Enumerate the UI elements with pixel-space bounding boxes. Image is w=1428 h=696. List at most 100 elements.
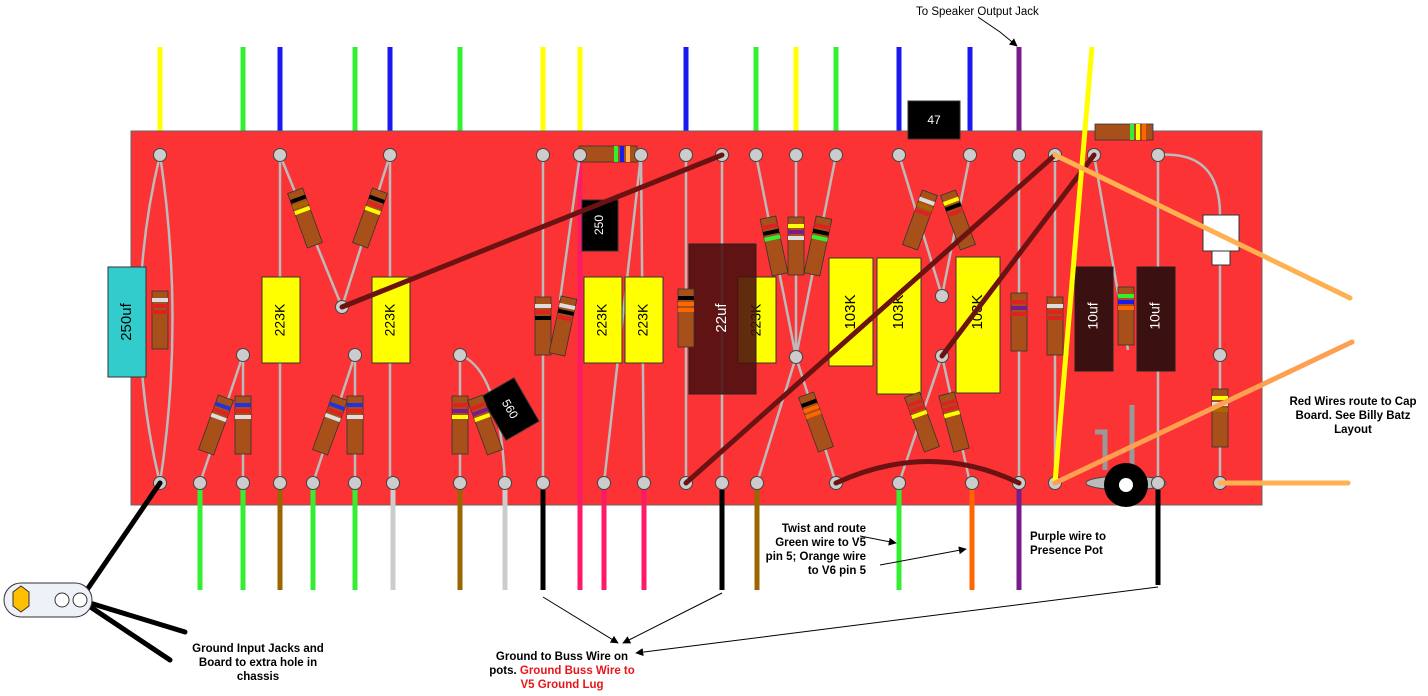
eyelet bbox=[679, 148, 693, 162]
jumper-3 bbox=[939, 152, 1097, 359]
capacitor-103k-1: 103K bbox=[828, 257, 874, 367]
eyelet bbox=[273, 476, 287, 490]
twist-route-note: Twist and route Green wire to V5 pin 5; … bbox=[765, 523, 866, 577]
resistor bbox=[198, 394, 234, 456]
resistor bbox=[534, 296, 552, 356]
speaker-jack-note: To Speaker Output Jack bbox=[916, 6, 1039, 18]
arrow-ground-right bbox=[635, 586, 1159, 657]
eyelet bbox=[453, 348, 467, 362]
eyelet bbox=[153, 148, 167, 162]
jumper-wires bbox=[339, 152, 1097, 486]
eyelet bbox=[193, 476, 207, 490]
eyelet bbox=[750, 476, 764, 490]
resistor bbox=[1094, 123, 1154, 141]
resistor bbox=[1046, 296, 1064, 356]
resistor bbox=[798, 391, 834, 453]
eyelet bbox=[715, 476, 729, 490]
arrow-green-wire bbox=[859, 535, 897, 546]
eyelet bbox=[935, 289, 949, 303]
wire-yellow-diagonal bbox=[1052, 46, 1095, 484]
capacitor-22uf-label: 22uf bbox=[713, 303, 730, 333]
ground-buss-note-a: Ground to Buss Wire on pots. bbox=[489, 651, 629, 677]
capacitor-47: 47 bbox=[907, 100, 961, 140]
eyelet bbox=[453, 476, 467, 490]
eyelet bbox=[789, 350, 803, 364]
capacitor-560: 560 bbox=[480, 377, 540, 441]
eyelet bbox=[637, 476, 651, 490]
eyelet bbox=[536, 476, 550, 490]
resistor bbox=[904, 391, 940, 453]
purple-wire-note: Purple wire to Presence Pot bbox=[1030, 531, 1107, 557]
capacitor-103k-1-label: 103K bbox=[842, 294, 859, 329]
capacitor-250uf: 250uf bbox=[107, 266, 147, 378]
eyelet bbox=[1012, 148, 1026, 162]
resistor bbox=[578, 145, 638, 163]
capacitor-47-label: 47 bbox=[927, 113, 941, 127]
eyelet bbox=[386, 476, 400, 490]
resistor bbox=[902, 189, 938, 251]
eyelet bbox=[536, 148, 550, 162]
ground-lug bbox=[3, 582, 93, 618]
grommet bbox=[1085, 463, 1167, 507]
resistor bbox=[1211, 388, 1229, 448]
capacitor-22uf: 22uf bbox=[688, 243, 757, 395]
eyelet bbox=[236, 348, 250, 362]
capacitor-10uf-b: 10uf bbox=[1136, 266, 1176, 372]
resistor bbox=[451, 395, 469, 455]
capacitor-10uf-a-label: 10uf bbox=[1085, 302, 1101, 329]
eyelet bbox=[236, 476, 250, 490]
resistor bbox=[151, 290, 169, 350]
eyelet bbox=[789, 148, 803, 162]
annotation-arrows bbox=[542, 16, 1159, 657]
eyelet bbox=[634, 148, 648, 162]
capacitor-223k-4: 223K bbox=[624, 276, 664, 364]
eyelet bbox=[306, 476, 320, 490]
resistor bbox=[803, 215, 833, 277]
resistor bbox=[759, 215, 789, 277]
eyelet bbox=[273, 148, 287, 162]
arrow-ground-mid bbox=[622, 592, 723, 644]
resistor bbox=[1117, 286, 1135, 346]
eyelet bbox=[383, 148, 397, 162]
resistor bbox=[346, 395, 364, 455]
ground-input-note: Ground Input Jacks and Board to extra ho… bbox=[192, 643, 324, 683]
capacitor-223k-3: 223K bbox=[583, 276, 623, 364]
resistor bbox=[352, 187, 388, 249]
capacitor-223k-3-label: 223K bbox=[594, 303, 610, 336]
arrow-ground-left bbox=[542, 596, 619, 644]
capacitor-250uf-label: 250uf bbox=[118, 302, 135, 340]
jumper-2 bbox=[683, 152, 1058, 486]
eyelet bbox=[1213, 348, 1227, 362]
eyelet bbox=[1151, 476, 1165, 490]
eyelet bbox=[498, 476, 512, 490]
resistor bbox=[312, 394, 348, 456]
resistors bbox=[151, 123, 1229, 456]
red-wires-note: Red Wires route to Cap Board. See Billy … bbox=[1289, 396, 1417, 436]
capacitor-103k-2-label: 103K bbox=[890, 294, 907, 329]
resistor bbox=[287, 187, 323, 249]
arrow-orange-wire bbox=[879, 546, 967, 566]
eyelet bbox=[597, 476, 611, 490]
resistor bbox=[548, 295, 578, 357]
resistor bbox=[467, 394, 503, 456]
eyelet bbox=[1151, 148, 1165, 162]
eyelet bbox=[348, 348, 362, 362]
resistor bbox=[787, 216, 805, 276]
cap-board-wires bbox=[1052, 152, 1355, 486]
eyelet bbox=[573, 148, 587, 162]
capacitor-223k-4-label: 223K bbox=[635, 303, 651, 336]
capacitor-223k-1: 223K bbox=[261, 276, 301, 364]
arrow-speaker bbox=[977, 16, 1018, 47]
ground-buss-note-b: Ground Buss Wire to V5 Ground Lug bbox=[519, 665, 635, 691]
ground-wires bbox=[77, 480, 188, 663]
bottom-wires bbox=[197, 485, 1161, 590]
jumper-1 bbox=[339, 152, 725, 310]
resistor bbox=[1010, 292, 1028, 352]
resistor bbox=[938, 391, 970, 453]
capacitor-10uf-b-label: 10uf bbox=[1147, 302, 1163, 329]
capacitor-10uf-a: 10uf bbox=[1074, 266, 1114, 372]
eyelet bbox=[965, 476, 979, 490]
eyelet bbox=[348, 476, 362, 490]
eyelet bbox=[963, 148, 977, 162]
